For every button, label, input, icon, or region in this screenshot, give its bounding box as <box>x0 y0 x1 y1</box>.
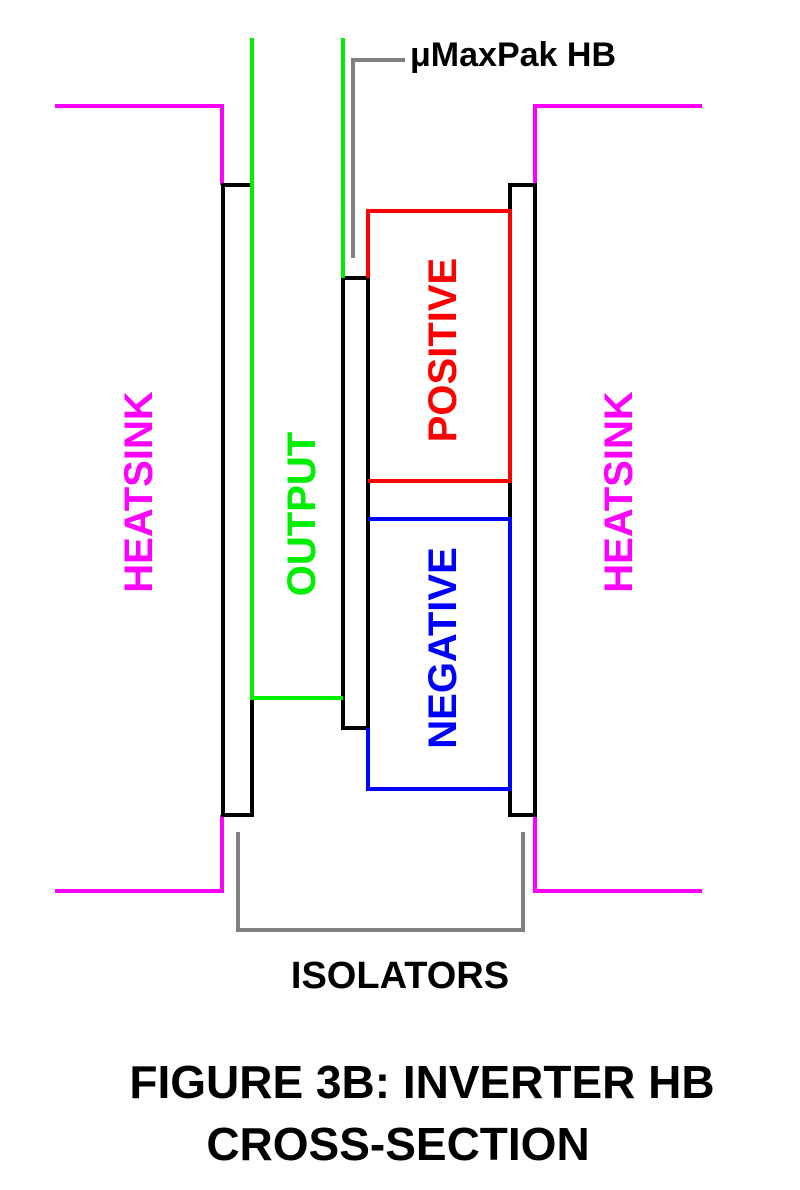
isolator-right <box>508 183 537 817</box>
positive-conductor <box>366 209 512 483</box>
heatsink-left-top <box>55 104 224 185</box>
heatsink-right-bottom <box>533 815 702 893</box>
part-leader-line <box>351 58 405 258</box>
heatsink-right-top <box>533 104 702 185</box>
heatsink-left-bottom <box>55 815 224 893</box>
figure-caption-line2: CROSS-SECTION <box>206 1118 589 1170</box>
negative-label: NEGATIVE <box>421 547 465 749</box>
heatsink-left-label: HEATSINK <box>117 391 161 593</box>
part-label: μMaxPak HB <box>410 36 616 74</box>
isolators-bracket <box>236 832 525 932</box>
heatsink-right-label: HEATSINK <box>597 391 641 593</box>
negative-conductor <box>366 517 512 791</box>
positive-label: POSITIVE <box>421 258 465 443</box>
output-conductor <box>250 38 343 700</box>
output-label: OUTPUT <box>280 432 324 596</box>
isolator-left <box>221 183 254 817</box>
figure-caption-line1: FIGURE 3B: INVERTER HB <box>129 1056 714 1108</box>
isolators-label: ISOLATORS <box>291 955 509 997</box>
module-base <box>341 276 370 730</box>
